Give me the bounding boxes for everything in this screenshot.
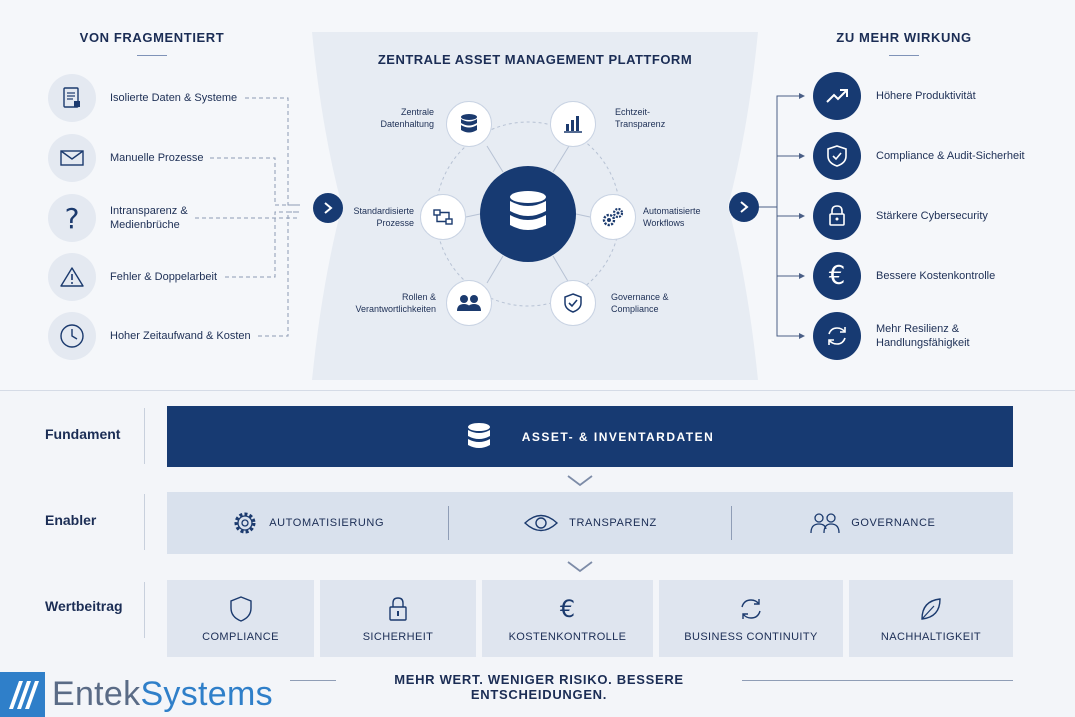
connector-lines <box>195 93 805 339</box>
left-item-intransparency: ? Intransparenz & Medienbrüche <box>48 194 298 242</box>
node-label-automated: Automatisierte Workflows <box>643 206 701 228</box>
right-item-label: Höhere Produktivität <box>876 90 976 102</box>
mail-icon <box>48 134 96 182</box>
users-icon <box>446 280 492 326</box>
right-item-productivity: Höhere Produktivität <box>813 72 1053 120</box>
logo-text-part2: Systems <box>140 675 273 713</box>
layer-separator <box>144 494 145 550</box>
tagline: MEHR WERT. WENIGER RISIKO. BESSERE ENTSC… <box>394 672 684 702</box>
enabler-label: AUTOMATISIERUNG <box>269 517 385 529</box>
shield-check-icon <box>550 280 596 326</box>
left-item-isolated-data: Isolierte Daten & Systeme <box>48 74 298 122</box>
value-label: COMPLIANCE <box>202 630 279 643</box>
platform-hub-database-icon <box>480 166 576 262</box>
right-column-title: ZU MEHR WIRKUNG <box>836 30 972 45</box>
lock-icon <box>387 595 409 623</box>
enabler-transparency: TRANSPARENZ <box>449 492 730 554</box>
value-cost-control: € KOSTENKONTROLLE <box>482 580 653 657</box>
clock-icon <box>48 312 96 360</box>
enabler-label: TRANSPARENZ <box>569 517 657 529</box>
enabler-bar: AUTOMATISIERUNG TRANSPARENZ GOVERNANCE <box>167 492 1013 554</box>
node-label-realtime: Echtzeit- Transparenz <box>615 107 666 129</box>
shield-icon <box>229 595 253 623</box>
left-item-label: Intransparenz & Medienbrüche <box>110 205 188 231</box>
chevron-right-icon <box>313 193 343 223</box>
enabler-label: GOVERNANCE <box>851 517 936 529</box>
platform-title: ZENTRALE ASSET MANAGEMENT PLATTFORM <box>377 52 693 67</box>
layer-separator <box>144 582 145 638</box>
logo-mark-icon <box>0 672 45 717</box>
fundament-bar-text: ASSET- & INVENTARDATEN <box>521 429 715 444</box>
logo-text-part1: Entek <box>52 675 141 713</box>
layer-label-fundament: Fundament <box>45 426 121 442</box>
eye-icon <box>523 512 559 534</box>
layer-separator <box>144 408 145 464</box>
bar-chart-icon <box>550 101 596 147</box>
tagline-rule-left <box>290 680 336 681</box>
left-item-label: Isolierte Daten & Systeme <box>110 92 238 104</box>
layer-label-enabler: Enabler <box>45 512 97 528</box>
node-label-roles: Rollen & Verantwortlichkeiten <box>355 292 436 314</box>
chevron-down-icon <box>567 475 593 487</box>
right-item-label: Mehr Resilienz & Handlungsfähigkeit <box>876 323 970 349</box>
trend-up-icon <box>813 72 861 120</box>
right-item-label: Compliance & Audit-Sicherheit <box>876 150 1025 162</box>
warning-icon <box>48 253 96 301</box>
euro-icon: € <box>813 252 861 300</box>
value-label: SICHERHEIT <box>362 630 434 643</box>
left-item-time-cost: Hoher Zeitaufwand & Kosten <box>48 312 298 360</box>
chevron-down-icon <box>567 561 593 573</box>
section-divider <box>0 390 1075 391</box>
right-item-cost-control: € Bessere Kostenkontrolle <box>813 252 1053 300</box>
right-item-label: Bessere Kostenkontrolle <box>876 270 996 282</box>
document-icon <box>48 74 96 122</box>
logo-wordmark: EntekSystems <box>52 674 273 714</box>
database-icon <box>466 422 492 452</box>
value-label: NACHHALTIGKEIT <box>880 630 982 643</box>
node-label-governance: Governance & Compliance <box>611 292 669 314</box>
node-label-standardized: Standardisierte Prozesse <box>353 206 414 228</box>
process-flow-icon <box>420 194 466 240</box>
layer-label-wertbeitrag: Wertbeitrag <box>45 598 123 614</box>
value-label: KOSTENKONTROLLE <box>508 630 627 643</box>
value-compliance: COMPLIANCE <box>167 580 314 657</box>
left-item-manual-processes: Manuelle Prozesse <box>48 134 298 182</box>
question-icon: ? <box>48 194 96 242</box>
refresh-icon <box>813 312 861 360</box>
chevron-right-icon <box>729 192 759 222</box>
left-item-label: Hoher Zeitaufwand & Kosten <box>110 330 251 342</box>
users-icon <box>809 511 841 535</box>
gear-icon <box>231 509 259 537</box>
right-item-label: Stärkere Cybersecurity <box>876 210 988 222</box>
gears-icon <box>590 194 636 240</box>
refresh-icon <box>737 595 765 623</box>
enabler-governance: GOVERNANCE <box>732 492 1013 554</box>
enabler-divider <box>448 506 450 540</box>
node-label-central-data: Zentrale Datenhaltung <box>380 107 434 129</box>
right-item-compliance: Compliance & Audit-Sicherheit <box>813 132 1053 180</box>
shield-check-icon <box>813 132 861 180</box>
leaf-icon <box>918 595 944 623</box>
left-item-label: Manuelle Prozesse <box>110 152 204 164</box>
value-label: BUSINESS CONTINUITY <box>684 630 818 643</box>
right-item-resilience: Mehr Resilienz & Handlungsfähigkeit <box>813 312 1053 360</box>
fundament-bar: ASSET- & INVENTARDATEN <box>167 406 1013 467</box>
left-item-label: Fehler & Doppelarbeit <box>110 271 218 283</box>
right-item-cybersecurity: Stärkere Cybersecurity <box>813 192 1053 240</box>
left-column-title: VON FRAGMENTIERT <box>79 30 225 45</box>
euro-icon: € <box>559 594 576 623</box>
lock-icon <box>813 192 861 240</box>
left-item-errors: Fehler & Doppelarbeit <box>48 253 298 301</box>
database-icon <box>446 101 492 147</box>
enabler-automation: AUTOMATISIERUNG <box>167 492 448 554</box>
value-sustainability: NACHHALTIGKEIT <box>849 580 1013 657</box>
right-title-underline <box>889 55 919 56</box>
enabler-divider <box>730 506 732 540</box>
value-security: SICHERHEIT <box>320 580 476 657</box>
left-title-underline <box>137 55 167 56</box>
value-business-continuity: BUSINESS CONTINUITY <box>659 580 843 657</box>
tagline-rule-right <box>742 680 1013 681</box>
